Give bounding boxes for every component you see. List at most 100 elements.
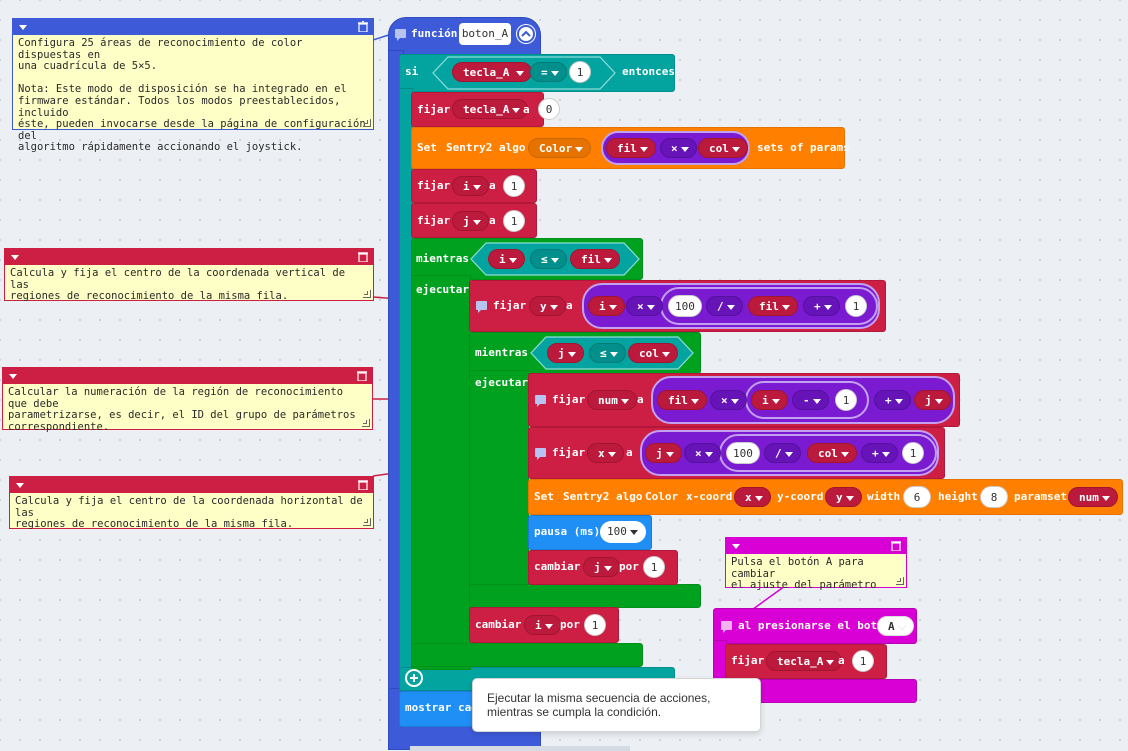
number-field[interactable]: 1	[835, 389, 857, 411]
x-dropdown[interactable]: x	[587, 443, 624, 463]
comment-icon[interactable]	[721, 621, 732, 633]
value-field[interactable]: 1	[503, 175, 525, 197]
trash-icon[interactable]	[358, 21, 368, 32]
value-field[interactable]: 1	[503, 210, 525, 232]
times-dropdown[interactable]: ×	[660, 138, 697, 158]
col-dropdown[interactable]: col	[807, 443, 857, 463]
j-dropdown[interactable]: j	[583, 557, 620, 577]
comment-icon[interactable]	[535, 448, 546, 460]
resize-handle[interactable]	[363, 290, 371, 298]
resize-handle[interactable]	[362, 419, 370, 427]
x-dropdown[interactable]: x	[734, 487, 771, 507]
col-dropdown[interactable]: col	[698, 138, 748, 158]
value-field[interactable]: 0	[538, 98, 560, 120]
plus-dropdown[interactable]: +	[874, 390, 911, 410]
equals-dropdown[interactable]: =	[530, 62, 567, 82]
fil-dropdown[interactable]: fil	[570, 249, 620, 269]
add-else-icon[interactable]	[405, 669, 423, 687]
comment-note[interactable]: Pulsa el botón A para cambiar el ajuste …	[725, 537, 907, 591]
to-label: a	[489, 214, 496, 227]
comment-icon[interactable]	[476, 301, 487, 313]
num-dropdown[interactable]: num	[1068, 487, 1118, 507]
comment-note[interactable]: Calcula y fija el centro de la coordenad…	[9, 476, 374, 530]
comment-text[interactable]: Pulsa el botón A para cambiar el ajuste …	[726, 554, 906, 591]
num-dropdown[interactable]: num	[587, 390, 637, 410]
col-dropdown[interactable]: col	[628, 343, 678, 363]
comment-note[interactable]: Calcula y fija el centro de la coordenad…	[4, 248, 374, 302]
change-label: cambiar	[534, 560, 581, 573]
var-dropdown[interactable]: tecla_A	[452, 99, 529, 119]
fil-dropdown[interactable]: fil	[657, 390, 707, 410]
comment-text[interactable]: Calcula y fija el centro de la coordenad…	[10, 493, 373, 530]
fil-dropdown[interactable]: fil	[606, 138, 656, 158]
i-dropdown[interactable]: i	[452, 176, 489, 196]
comment-icon[interactable]	[395, 29, 406, 41]
set-label: fijar	[417, 179, 451, 192]
number-field[interactable]: 1	[902, 442, 924, 464]
resize-handle[interactable]	[363, 518, 371, 526]
i-dropdown[interactable]: i	[588, 296, 625, 316]
button-dropdown[interactable]: A	[877, 616, 914, 636]
i-dropdown[interactable]: i	[524, 615, 561, 635]
le-dropdown[interactable]: ≤	[589, 343, 626, 363]
j-dropdown[interactable]: j	[452, 211, 489, 231]
number-field[interactable]: 1	[643, 556, 665, 578]
comment-text[interactable]: Calcular la numeración de la región de r…	[3, 384, 372, 433]
height-field[interactable]: 8	[980, 486, 1008, 508]
divide-dropdown[interactable]: /	[764, 443, 801, 463]
to-label: a	[626, 446, 633, 459]
to-label: a	[838, 654, 845, 667]
divide-dropdown[interactable]: /	[706, 296, 743, 316]
trash-icon[interactable]	[891, 540, 901, 551]
le-dropdown[interactable]: ≤	[530, 249, 567, 269]
y-dropdown[interactable]: y	[529, 296, 566, 316]
collapse-icon[interactable]	[516, 24, 536, 44]
j-dropdown[interactable]: j	[914, 390, 951, 410]
number-field[interactable]: 100	[726, 442, 760, 464]
plus-dropdown[interactable]: +	[803, 296, 840, 316]
comment-text[interactable]: Calcula y fija el centro de la coordenad…	[5, 265, 373, 302]
j-dropdown[interactable]: j	[547, 343, 584, 363]
times-dropdown[interactable]: ×	[710, 390, 747, 410]
change-label: cambiar	[475, 618, 522, 631]
comment-icon[interactable]	[535, 395, 546, 407]
if-value-field[interactable]: 1	[569, 61, 591, 83]
trash-icon[interactable]	[357, 370, 367, 381]
number-field[interactable]: 100	[668, 295, 702, 317]
width-field[interactable]: 6	[903, 486, 931, 508]
algo-dropdown[interactable]: Color	[528, 138, 592, 158]
tooltip: Ejecutar la misma secuencia de acciones,…	[472, 678, 761, 732]
fil-dropdown[interactable]: fil	[748, 296, 798, 316]
to-label: a	[637, 393, 644, 406]
j-dropdown[interactable]: j	[645, 443, 682, 463]
resize-handle[interactable]	[896, 577, 904, 585]
trash-icon[interactable]	[358, 479, 368, 490]
sets-of-params-label: sets of params	[757, 141, 850, 154]
number-field[interactable]: 1	[584, 614, 606, 636]
times-dropdown[interactable]: ×	[684, 443, 721, 463]
comment-text[interactable]: Configura 25 áreas de reconocimiento de …	[13, 35, 373, 153]
by-label: por	[619, 560, 639, 573]
comment-note[interactable]: Configura 25 áreas de reconocimiento de …	[12, 18, 374, 153]
minus-dropdown[interactable]: -	[792, 390, 829, 410]
width-label: width	[867, 490, 901, 503]
number-field[interactable]: 1	[845, 295, 867, 317]
to-label: a	[489, 179, 496, 192]
function-name-field[interactable]: boton_A	[459, 23, 511, 45]
var-dropdown[interactable]: tecla_A	[766, 651, 843, 671]
y-dropdown[interactable]: y	[825, 487, 862, 507]
i-dropdown[interactable]: i	[751, 390, 788, 410]
times-dropdown[interactable]: ×	[626, 296, 663, 316]
i-dropdown[interactable]: i	[488, 249, 525, 269]
number-field[interactable]: 1	[852, 650, 874, 672]
pause-dropdown[interactable]: 100	[600, 521, 646, 543]
to-label: a	[566, 299, 573, 312]
tecla-a-dropdown[interactable]: tecla_A	[452, 62, 533, 82]
set-label: fijar	[417, 214, 451, 227]
by-label: por	[560, 618, 580, 631]
show-string-block[interactable]	[399, 691, 479, 727]
trash-icon[interactable]	[358, 251, 368, 262]
resize-handle[interactable]	[363, 119, 371, 127]
plus-dropdown[interactable]: +	[861, 443, 898, 463]
comment-note[interactable]: Calcular la numeración de la región de r…	[2, 367, 373, 433]
